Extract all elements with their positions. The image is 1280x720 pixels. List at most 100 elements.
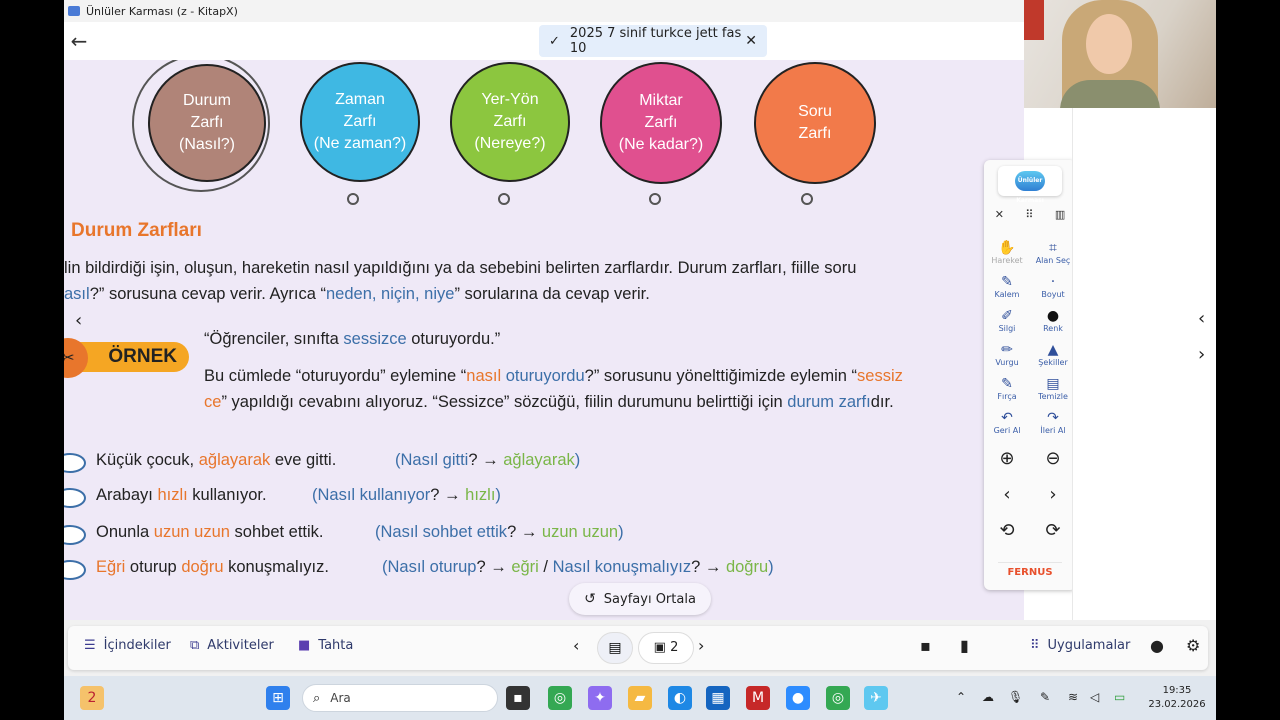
close-icon[interactable]: ✕ bbox=[745, 33, 757, 49]
tray-chevron-icon[interactable]: ⌃ bbox=[956, 690, 967, 704]
notification-toast: ✓ 2025 7 sinif turkce jett fas 10 ✕ bbox=[539, 25, 767, 57]
apps-button[interactable]: ⠿Uygulamalar bbox=[1030, 638, 1130, 653]
text-span: ? → bbox=[507, 523, 542, 541]
text-span: doğru bbox=[181, 558, 224, 576]
tool-label: İleri Al bbox=[1040, 426, 1066, 435]
kitapx-icon[interactable]: ✈ bbox=[864, 686, 888, 710]
taskbar-clock[interactable]: 19:35 23.02.2026 bbox=[1146, 684, 1208, 712]
search-placeholder: Ara bbox=[330, 691, 351, 705]
text-span: ? → bbox=[691, 558, 726, 576]
tool-hand[interactable]: ✋Hareket bbox=[984, 240, 1030, 265]
tool-size[interactable]: ·Boyut bbox=[1030, 274, 1076, 299]
circle-line: Yer-Yön bbox=[481, 91, 539, 108]
tool-eraser[interactable]: ✐Silgi bbox=[984, 308, 1030, 333]
list-item: Eğri oturup doğru konuşmalıyız. bbox=[96, 558, 329, 577]
weather-icon[interactable]: 2 bbox=[80, 686, 104, 710]
gear-icon[interactable]: ⚙ bbox=[1186, 636, 1201, 655]
tool-brush[interactable]: ✎Fırça bbox=[984, 376, 1030, 401]
battery-icon[interactable]: ▭ bbox=[1114, 690, 1126, 704]
text-span: ?” sorusuna cevap verir. Ayrıca “ bbox=[89, 285, 326, 303]
page-number-selector[interactable]: ▣ 2 bbox=[638, 632, 694, 664]
wifi-icon[interactable]: ≋ bbox=[1068, 690, 1079, 704]
app-root: Ünlüler Karması (z - KitapX) ← ✓ 2025 7 … bbox=[64, 0, 1216, 720]
windows-start-icon[interactable]: ⊞ bbox=[266, 686, 290, 710]
text-span: asıl bbox=[64, 285, 90, 303]
text-span: doğru bbox=[725, 558, 769, 576]
tool-label: Şekiller bbox=[1038, 358, 1068, 367]
prev-page-chevron-icon[interactable]: ‹ bbox=[1003, 484, 1011, 505]
next-page-chevron-icon[interactable]: › bbox=[1049, 484, 1057, 505]
edge-icon[interactable]: ◐ bbox=[668, 686, 692, 710]
store-icon[interactable]: ▦ bbox=[706, 686, 730, 710]
brush-icon: ✎ bbox=[1001, 376, 1013, 392]
list-item-question: (Nasıl sohbet ettik? → uzun uzun) bbox=[375, 523, 624, 542]
tool-color[interactable]: ●Renk bbox=[1030, 308, 1076, 333]
drag-handle-icon[interactable]: ⠿ bbox=[1025, 208, 1034, 221]
window-titlebar: Ünlüler Karması (z - KitapX) bbox=[64, 0, 1024, 22]
rotate-left-icon[interactable]: ⟲ bbox=[999, 520, 1015, 541]
rotate-right-icon[interactable]: ⟳ bbox=[1045, 520, 1061, 541]
taskbar-search[interactable]: ⌕Ara bbox=[302, 684, 498, 712]
tool-pen[interactable]: ✎Kalem bbox=[984, 274, 1030, 299]
file-explorer-icon[interactable]: ▰ bbox=[628, 686, 652, 710]
history-icon: ↺ bbox=[584, 591, 596, 607]
check-icon: ✓ bbox=[549, 33, 560, 49]
section-title: Durum Zarfları bbox=[71, 220, 202, 241]
circle-line: (Ne zaman?) bbox=[313, 135, 407, 152]
tool-shapes[interactable]: ▲Şekiller bbox=[1030, 342, 1076, 367]
back-arrow-icon[interactable]: ← bbox=[70, 29, 88, 53]
panel-next-chevron-icon[interactable]: › bbox=[1198, 344, 1206, 365]
center-page-button[interactable]: ↺ Sayfayı Ortala bbox=[569, 583, 711, 615]
list-icon: ☰ bbox=[84, 638, 96, 653]
delete-icon[interactable]: ▮ bbox=[960, 636, 969, 655]
user-icon[interactable]: ● bbox=[1150, 636, 1164, 655]
task-view-icon[interactable]: ▪ bbox=[506, 686, 530, 710]
tool-redo[interactable]: ↷İleri Al bbox=[1030, 410, 1076, 435]
layout-icon[interactable]: ▥ bbox=[1054, 208, 1066, 221]
circle-line: Miktar bbox=[639, 92, 683, 109]
text-span: ( bbox=[382, 558, 388, 576]
contents-button[interactable]: ☰İçindekiler bbox=[84, 638, 171, 653]
zoom-in-icon[interactable]: ⊕ bbox=[999, 448, 1015, 469]
single-page-view-button[interactable]: ▤ bbox=[597, 632, 633, 664]
panel-prev-chevron-icon[interactable]: ‹ bbox=[1198, 308, 1206, 329]
tool-clear[interactable]: ▤Temizle bbox=[1030, 376, 1076, 401]
board-button[interactable]: ■Tahta bbox=[298, 638, 353, 653]
page-prev-chevron-icon[interactable]: ‹ bbox=[75, 310, 83, 331]
zoom-out-icon[interactable]: ⊖ bbox=[1045, 448, 1061, 469]
decorative-dot bbox=[801, 193, 813, 205]
text-span: eve gitti. bbox=[270, 451, 337, 469]
zoom-icon[interactable]: ● bbox=[786, 686, 810, 710]
tool-highlighter[interactable]: ✏Vurgu bbox=[984, 342, 1030, 367]
copilot-icon[interactable]: ✦ bbox=[588, 686, 612, 710]
tool-label: Geri Al bbox=[993, 426, 1021, 435]
text-span: ? → bbox=[468, 451, 504, 469]
text-span: ağlayarak bbox=[503, 451, 575, 469]
list-item: Onunla uzun uzun sohbet ettik. bbox=[96, 523, 324, 542]
activities-button[interactable]: ⧉Aktiviteler bbox=[190, 638, 274, 653]
mcafee-icon[interactable]: M bbox=[746, 686, 770, 710]
toolbar-controls: ✕ ⠿ ▥ bbox=[984, 208, 1076, 221]
text-span: Nasıl kullanıyor bbox=[317, 486, 431, 504]
text-span: / bbox=[538, 558, 553, 576]
text-span: uzun uzun bbox=[541, 523, 619, 541]
window-title: Ünlüler Karması (z - KitapX) bbox=[86, 4, 238, 18]
collapse-icon[interactable]: ✕ bbox=[994, 208, 1004, 221]
tool-label: Hareket bbox=[991, 256, 1023, 265]
pen-tray-icon[interactable]: ✎ bbox=[1040, 690, 1051, 704]
next-page-chevron-icon[interactable]: › bbox=[698, 636, 705, 655]
circle-line: (Nereye?) bbox=[474, 135, 546, 152]
chrome-icon[interactable]: ◎ bbox=[548, 686, 572, 710]
chrome-profile-icon[interactable]: ◎ bbox=[826, 686, 850, 710]
tool-undo[interactable]: ↶Geri Al bbox=[984, 410, 1030, 435]
crop-icon: ⌗ bbox=[1049, 240, 1057, 256]
cloud-icon[interactable]: ☁ bbox=[982, 690, 994, 704]
prev-page-chevron-icon[interactable]: ‹ bbox=[573, 636, 580, 655]
save-icon[interactable]: ▪ bbox=[920, 636, 931, 655]
volume-icon[interactable]: ◁ bbox=[1090, 690, 1100, 704]
tool-select-area[interactable]: ⌗Alan Seç bbox=[1030, 240, 1076, 265]
microphone-icon[interactable]: 🎙︎ bbox=[1008, 690, 1024, 704]
weather-badge: 2 bbox=[87, 690, 97, 706]
